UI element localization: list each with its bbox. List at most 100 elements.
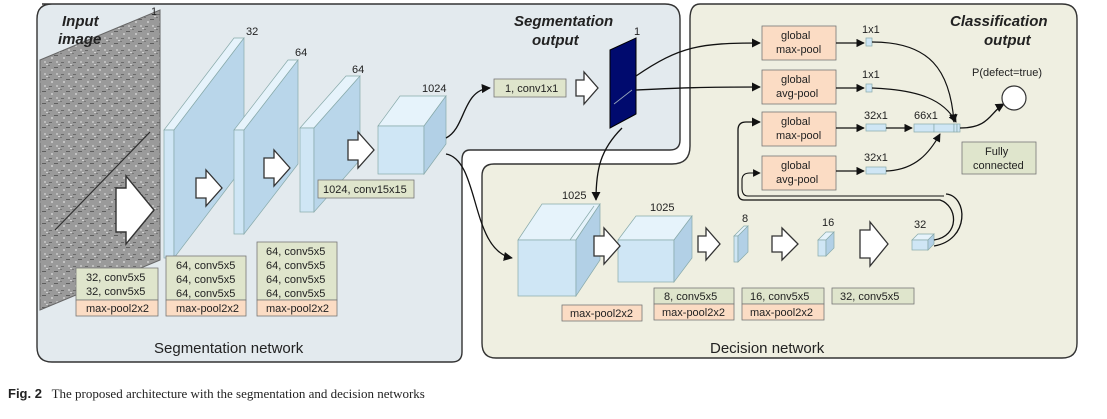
arrow-vec-concat-4 [885, 133, 941, 172]
size-66x1: 66x1 [914, 110, 938, 122]
svg-text:64, conv5x5: 64, conv5x5 [266, 246, 325, 258]
fully-connected-label: Fully connected [961, 141, 1037, 175]
vec-1x1-a [865, 37, 873, 47]
svg-text:32, conv5x5: 32, conv5x5 [840, 291, 899, 303]
size-32x1-b: 32x1 [864, 152, 888, 164]
seg-block-32 [163, 36, 245, 260]
seg-arrow-2 [195, 168, 223, 208]
seg-block-64a [233, 58, 299, 236]
classification-output-label: P(defect=true) [972, 67, 1042, 79]
classification-output-node [1001, 85, 1027, 111]
svg-text:64, conv5x5: 64, conv5x5 [176, 288, 235, 300]
seg-block-64b [299, 75, 361, 213]
cls-global-avgpool-dec: global avg-pool [761, 155, 837, 191]
svg-text:avg-pool: avg-pool [776, 174, 818, 186]
vec-66x1 [913, 123, 961, 133]
seg-block-1024 [377, 94, 447, 176]
dec-block-1025b [617, 214, 693, 284]
svg-text:global: global [781, 30, 810, 42]
svg-text:global: global [781, 74, 810, 86]
classification-title-line2: output [984, 32, 1032, 49]
seg-output-title-line2: output [532, 32, 580, 49]
svg-text:64, conv5x5: 64, conv5x5 [266, 260, 325, 272]
svg-text:64, conv5x5: 64, conv5x5 [176, 274, 235, 286]
size-32x1-a: 32x1 [864, 110, 888, 122]
dec-block3-labels: 16, conv5x5 max-pool2x2 [741, 287, 825, 321]
vec-1x1-b [865, 83, 873, 93]
seg-channels-3: 64 [352, 64, 364, 76]
dec-block2-labels: 8, conv5x5 max-pool2x2 [653, 287, 735, 321]
figure-number: Fig. 2 [8, 386, 42, 401]
seg-arrow-1 [115, 174, 155, 246]
dec-arrow-4 [859, 220, 889, 268]
svg-text:8, conv5x5: 8, conv5x5 [664, 291, 717, 303]
decision-region-label: Decision network [710, 340, 825, 357]
conv1x1-label: 1, conv1x1 [493, 78, 567, 98]
input-title-line2: image [58, 31, 101, 48]
dec-block-16 [817, 231, 835, 257]
seg-arrow-3 [263, 148, 291, 188]
arrow-to-decision [445, 153, 513, 261]
seg-arrow-4 [347, 130, 375, 170]
segmentation-region-label: Segmentation network [154, 340, 304, 357]
vec-32x1-b [865, 166, 887, 175]
dec-channels-5: 32 [914, 219, 926, 231]
arrow-to-conv1x1 [445, 84, 491, 139]
svg-text:avg-pool: avg-pool [776, 88, 818, 100]
figure-caption-text: The proposed architecture with the segme… [51, 386, 425, 401]
dec-block-32 [911, 233, 935, 251]
cls-global-maxpool-seg: global max-pool [761, 25, 837, 61]
arrow-seg-to-avgpool [635, 82, 761, 92]
size-1x1-b: 1x1 [862, 69, 880, 81]
cls-global-avgpool-seg: global avg-pool [761, 69, 837, 105]
seg-channels-2: 64 [295, 47, 307, 59]
arrow-dec-to-avgpool-b [741, 169, 944, 197]
vec-32x1-a [865, 123, 887, 132]
svg-text:global: global [781, 160, 810, 172]
dec-arrow-3 [771, 226, 799, 262]
dec-channels-4: 16 [822, 217, 834, 229]
seg-arrow-5 [575, 70, 599, 106]
svg-text:max-pool2x2: max-pool2x2 [176, 303, 239, 315]
svg-text:32, conv5x5: 32, conv5x5 [86, 272, 145, 284]
seg-channels-1: 32 [246, 26, 258, 38]
conv15-label: 1024, conv15x15 [317, 179, 415, 199]
svg-text:max-pool2x2: max-pool2x2 [662, 307, 725, 319]
seg-block1-labels: 32, conv5x5 32, conv5x5 max-pool2x2 [75, 267, 159, 317]
dec-block-8 [733, 225, 749, 263]
arrow-seg-to-decision [591, 127, 623, 201]
classification-title-line1: Classification [950, 13, 1048, 30]
dec-pool1-label: max-pool2x2 [561, 304, 643, 322]
arrow-vec-concat-2 [871, 87, 957, 123]
size-1x1-a: 1x1 [862, 24, 880, 36]
dec-channels-1: 1025 [562, 190, 586, 202]
svg-text:global: global [781, 116, 810, 128]
svg-text:64, conv5x5: 64, conv5x5 [266, 288, 325, 300]
svg-text:max-pool2x2: max-pool2x2 [266, 303, 329, 315]
dec-channels-3: 8 [742, 213, 748, 225]
figure-caption: Fig. 2 The proposed architecture with th… [8, 386, 425, 402]
svg-text:max-pool2x2: max-pool2x2 [570, 308, 633, 320]
input-image-defect [54, 131, 151, 231]
seg-output-channels: 1 [634, 26, 640, 38]
svg-text:1, conv1x1: 1, conv1x1 [505, 83, 558, 95]
arrow-dec-to-pools [737, 117, 955, 241]
svg-text:Fully: Fully [985, 146, 1009, 158]
dec-arrow-1 [593, 226, 621, 266]
input-title-line1: Input [62, 13, 100, 30]
arrow-vec-concat-1 [871, 41, 958, 123]
dec-conv4-label: 32, conv5x5 [831, 287, 915, 305]
svg-text:64, conv5x5: 64, conv5x5 [266, 274, 325, 286]
seg-block3-labels: 64, conv5x5 64, conv5x5 64, conv5x5 64, … [256, 241, 338, 317]
seg-channels-4: 1024 [422, 83, 446, 95]
svg-text:connected: connected [973, 160, 1024, 172]
svg-text:max-pool: max-pool [776, 44, 821, 56]
dec-arrow-2 [697, 226, 721, 262]
svg-text:1024, conv15x15: 1024, conv15x15 [323, 184, 407, 196]
arrow-dec-to-avgpool [933, 193, 963, 247]
svg-text:64, conv5x5: 64, conv5x5 [176, 260, 235, 272]
seg-output-title-line1: Segmentation [514, 13, 613, 30]
svg-text:max-pool2x2: max-pool2x2 [86, 303, 149, 315]
segmentation-output-map [609, 37, 637, 129]
seg-block2-labels: 64, conv5x5 64, conv5x5 64, conv5x5 max-… [165, 255, 247, 317]
